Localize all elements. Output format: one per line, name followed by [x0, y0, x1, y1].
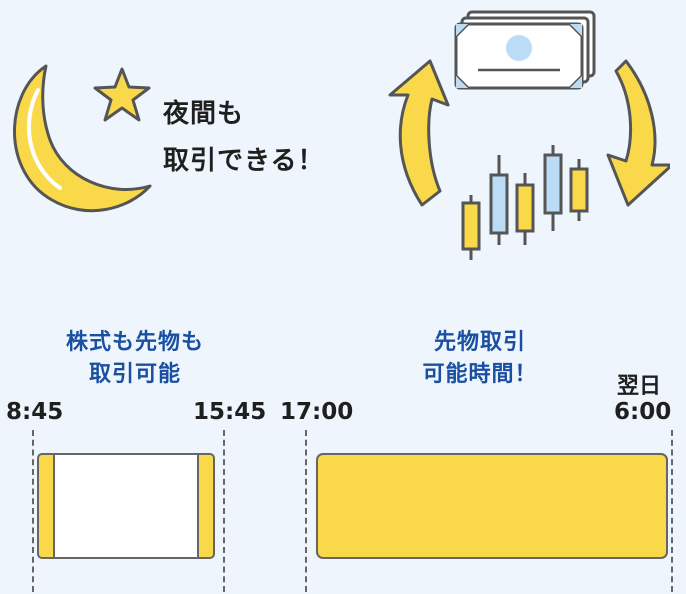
- night-end-time: 6:00: [614, 399, 672, 425]
- next-day-label: 翌日: [617, 374, 662, 399]
- crescent-moon-icon: [13, 64, 152, 213]
- night-start-time: 17:00: [280, 399, 354, 425]
- day-session-label-line1: 株式も先物も: [65, 330, 204, 355]
- day-start-time: 8:45: [6, 399, 64, 425]
- day-start-guide: [32, 430, 34, 592]
- headline-line2: 取引できる！: [163, 146, 325, 176]
- night-session-label-line1: 先物取引: [433, 330, 526, 355]
- night-end-guide: [671, 430, 673, 592]
- day-session-label-line2: 取引可能: [88, 362, 181, 387]
- night-session-label-line2: 可能時間！: [422, 362, 538, 387]
- day-session-bar: [37, 453, 215, 559]
- night-session-label: 先物取引 可能時間！: [380, 327, 580, 391]
- circular-arrows-icon: [388, 59, 670, 207]
- day-end-time: 15:45: [193, 399, 267, 425]
- day-end-guide: [223, 430, 225, 592]
- day-session-bar-inner: [53, 453, 199, 559]
- night-session-bar: [316, 453, 668, 559]
- candlestick-chart-icon: [461, 145, 589, 260]
- headline-line1: 夜間も: [163, 99, 245, 129]
- banknote-stack-icon: [454, 10, 596, 90]
- night-start-guide: [305, 430, 307, 592]
- star-icon: [93, 67, 151, 122]
- day-session-label: 株式も先物も 取引可能: [35, 327, 235, 391]
